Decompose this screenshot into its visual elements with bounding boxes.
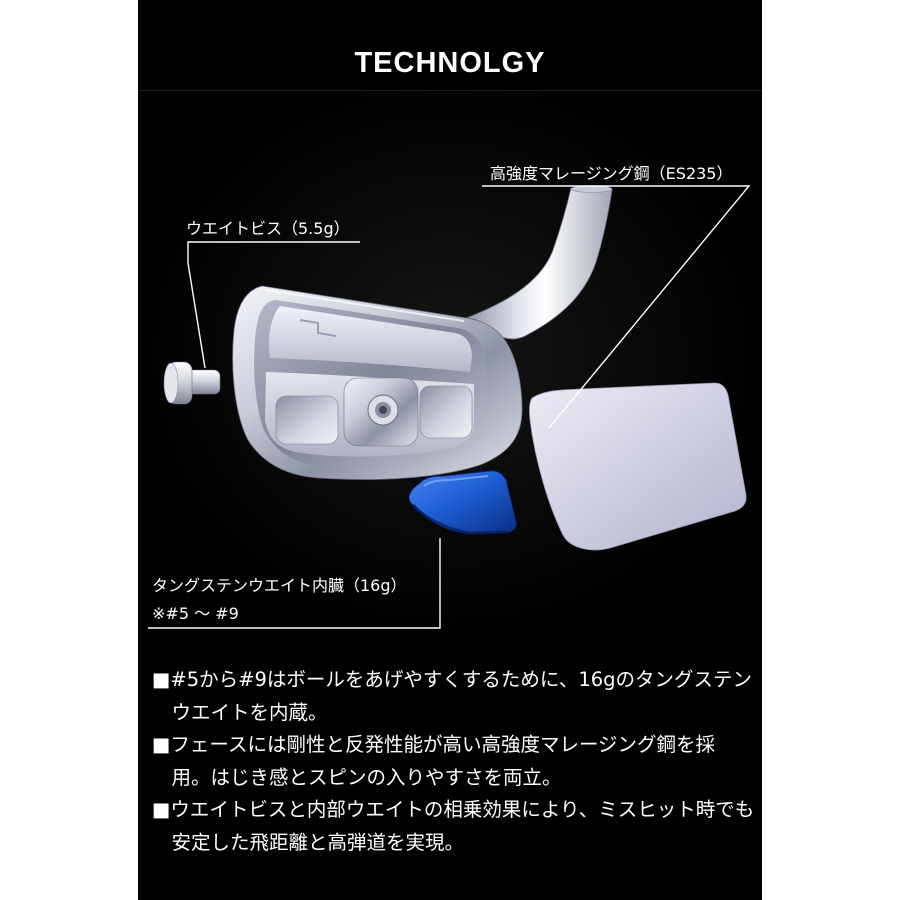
feature-line: 用。はじき感とスピンの入りやすさを両立。 bbox=[171, 765, 562, 789]
feature-line: ■#5から#9はボールをあげやすくするために、16gのタングステン bbox=[152, 668, 753, 691]
left-pocket bbox=[275, 395, 339, 445]
feature-item: ■#5から#9はボールをあげやすくするために、16gのタングステン ウエイトを内… bbox=[152, 664, 758, 729]
weight-screw-icon bbox=[163, 361, 221, 405]
callout-weight-screw-label: ウエイトビス（5.5g） bbox=[186, 219, 350, 238]
callout-tungsten-weight-label: タングステンウエイト内臓（16g） bbox=[152, 576, 407, 595]
callout-line-tungsten-weight bbox=[148, 538, 441, 629]
callout-maraging-steel-label: 高強度マレージング鋼（ES235） bbox=[490, 164, 733, 183]
callout-line-weight-screw bbox=[187, 241, 360, 369]
feature-line: ■フェースには剛性と反発性能が高い高強度マレージング鋼を採 bbox=[152, 733, 716, 756]
badge-mark bbox=[299, 319, 337, 337]
face-plate-icon bbox=[529, 382, 747, 551]
feature-line: 安定した飛距離と高弾道を実現。 bbox=[171, 830, 465, 854]
feature-line: ウエイトを内蔵。 bbox=[171, 700, 328, 724]
callout-tungsten-note: ※#5 〜 #9 bbox=[152, 604, 239, 623]
screw-hole-icon bbox=[367, 394, 399, 426]
feature-item: ■ウエイトビスと内部ウエイトの相乗効果により、ミスヒット時でも 安定した飛距離と… bbox=[152, 794, 758, 859]
feature-list: ■#5から#9はボールをあげやすくするために、16gのタングステン ウエイトを内… bbox=[152, 664, 758, 859]
page-title: TECHNOLGY bbox=[354, 47, 546, 79]
right-pocket bbox=[419, 385, 473, 439]
topline-highlight bbox=[265, 289, 465, 322]
header-divider bbox=[138, 90, 762, 91]
tungsten-weight-icon bbox=[408, 470, 517, 535]
iron-head-icon bbox=[232, 285, 523, 480]
callout-line-maraging-steel bbox=[482, 185, 751, 429]
badge-panel bbox=[268, 306, 472, 372]
feature-item: ■フェースには剛性と反発性能が高い高強度マレージング鋼を採 用。はじき感とスピン… bbox=[152, 729, 758, 794]
feature-line: ■ウエイトビスと内部ウエイトの相乗効果により、ミスヒット時でも bbox=[152, 798, 755, 821]
